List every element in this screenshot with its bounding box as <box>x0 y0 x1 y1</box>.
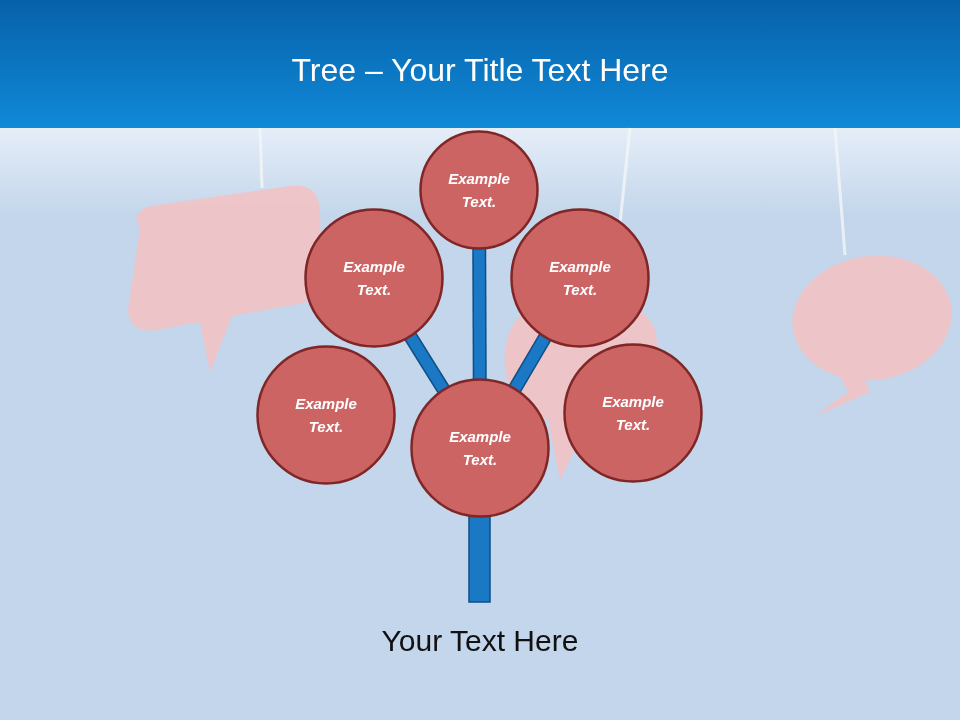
circle-node: Example Text. <box>304 208 444 348</box>
circle-node: Example Text. <box>419 130 539 250</box>
node-label: Example Text. <box>591 390 675 436</box>
header-band <box>0 0 960 128</box>
node-label: Example Text. <box>438 425 522 471</box>
circle-outline <box>256 345 396 485</box>
tree-trunk <box>469 510 490 602</box>
circle-outline <box>410 378 550 518</box>
tree-branch <box>410 336 444 391</box>
circle-outline <box>419 130 539 250</box>
slide-title: Tree – Your Title Text Here <box>0 52 960 89</box>
branch-outline <box>514 337 545 390</box>
circle-node: Example Text. <box>410 378 550 518</box>
node-label: Example Text. <box>332 255 416 301</box>
branch-outline <box>472 248 487 380</box>
slide-caption: Your Text Here <box>0 624 960 658</box>
node-label: Example Text. <box>284 392 368 438</box>
tree-branch <box>474 248 486 380</box>
circle-node: Example Text. <box>256 345 396 485</box>
circle-node: Example Text. <box>510 208 650 348</box>
circle-outline <box>563 343 703 483</box>
circle-outline <box>510 208 650 348</box>
circle-outline <box>304 208 444 348</box>
tree-branch <box>514 337 545 390</box>
node-label: Example Text. <box>538 255 622 301</box>
branch-outline <box>410 336 444 391</box>
node-label: Example Text. <box>437 167 521 213</box>
circle-node: Example Text. <box>563 343 703 483</box>
